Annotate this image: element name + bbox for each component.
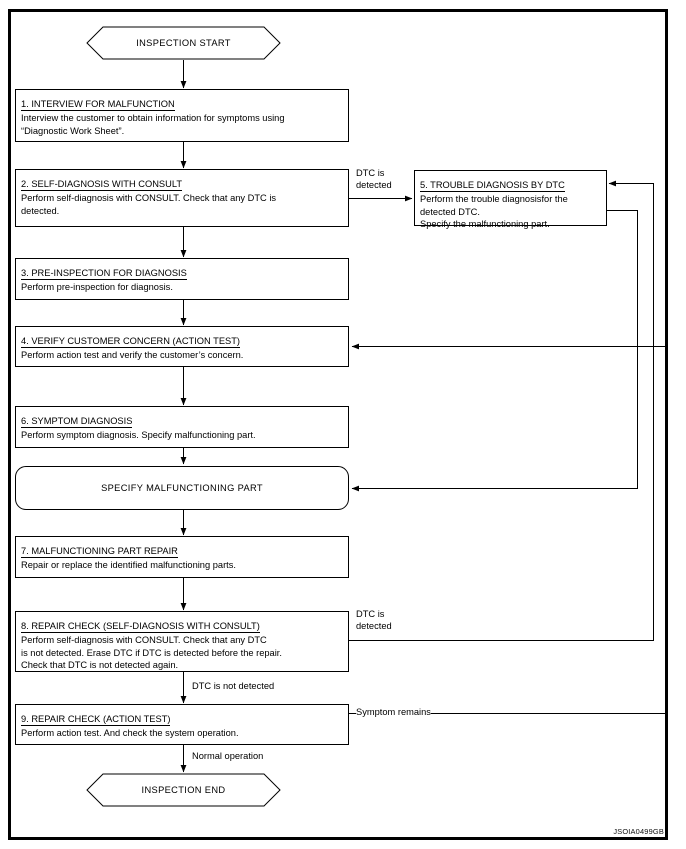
node-step9: 9. REPAIR CHECK (ACTION TEST) Perform ac… — [15, 704, 349, 745]
step5-line2: detected DTC. — [420, 206, 480, 217]
step7-title: 7. MALFUNCTIONING PART REPAIR — [21, 545, 178, 559]
edge-label-normal-operation: Normal operation — [192, 750, 264, 763]
inspection-end-label: INSPECTION END — [141, 785, 226, 795]
step4-title: 4. VERIFY CUSTOMER CONCERN (ACTION TEST) — [21, 335, 241, 349]
node-step5: 5. TROUBLE DIAGNOSIS BY DTC Perform the … — [414, 170, 607, 229]
edge-label-symptom-remains: Symptom remains — [356, 706, 431, 719]
edge-label-dtc-detected-line2: detected — [356, 179, 392, 192]
step1-line2: “Diagnostic Work Sheet”. — [21, 125, 125, 136]
edge-label-dtc-detected-line1: DTC is — [356, 167, 385, 180]
edge-label-dtc-detected-8-line2: detected — [356, 620, 392, 633]
step8-line2: is not detected. Erase DTC if DTC is det… — [21, 647, 282, 658]
figure-code: JSOIA0499GB — [613, 827, 664, 836]
node-step4: 4. VERIFY CUSTOMER CONCERN (ACTION TEST)… — [15, 326, 349, 367]
node-step8: 8. REPAIR CHECK (SELF-DIAGNOSIS WITH CON… — [15, 611, 349, 672]
terminal-inspection-start: INSPECTION START — [86, 26, 281, 60]
step6-line1: Perform symptom diagnosis. Specify malfu… — [21, 430, 256, 441]
step3-line1: Perform pre-inspection for diagnosis. — [21, 282, 173, 293]
step8-line3: Check that DTC is not detected again. — [21, 660, 179, 671]
node-step2: 2. SELF-DIAGNOSIS WITH CONSULT Perform s… — [15, 169, 349, 227]
step9-title: 9. REPAIR CHECK (ACTION TEST) — [21, 713, 171, 727]
step9-line1: Perform action test. And check the syste… — [21, 728, 239, 739]
step3-title: 3. PRE-INSPECTION FOR DIAGNOSIS — [21, 267, 187, 281]
step8-title: 8. REPAIR CHECK (SELF-DIAGNOSIS WITH CON… — [21, 620, 260, 634]
step1-line1: Interview the customer to obtain informa… — [21, 113, 285, 124]
step6-title: 6. SYMPTOM DIAGNOSIS — [21, 415, 133, 429]
step2-line1: Perform self-diagnosis with CONSULT. Che… — [21, 193, 277, 204]
node-step6: 6. SYMPTOM DIAGNOSIS Perform symptom dia… — [15, 406, 349, 448]
node-step3: 3. PRE-INSPECTION FOR DIAGNOSIS Perform … — [15, 258, 349, 300]
step1-title: 1. INTERVIEW FOR MALFUNCTION — [21, 98, 175, 112]
node-step1: 1. INTERVIEW FOR MALFUNCTION Interview t… — [15, 89, 349, 142]
step7-line1: Repair or replace the identified malfunc… — [21, 560, 236, 571]
step2-line2: detected. — [21, 205, 60, 216]
node-specify-malfunctioning-part: SPECIFY MALFUNCTIONING PART — [15, 466, 349, 510]
terminal-inspection-end: INSPECTION END — [86, 773, 281, 807]
edge-label-dtc-detected-8-line1: DTC is — [356, 608, 385, 621]
specify-malfunctioning-part-label: SPECIFY MALFUNCTIONING PART — [101, 483, 263, 493]
inspection-start-label: INSPECTION START — [136, 38, 231, 48]
edge-label-dtc-not-detected: DTC is not detected — [192, 680, 275, 693]
step8-line1: Perform self-diagnosis with CONSULT. Che… — [21, 635, 267, 646]
figure-frame — [8, 9, 668, 840]
step4-line1: Perform action test and verify the custo… — [21, 350, 244, 361]
step5-line1: Perform the trouble diagnosisfor the — [420, 194, 568, 205]
step5-line3: Specify the malfunctioning part. — [420, 219, 550, 230]
node-step7: 7. MALFUNCTIONING PART REPAIR Repair or … — [15, 536, 349, 578]
step2-title: 2. SELF-DIAGNOSIS WITH CONSULT — [21, 178, 182, 192]
step5-title: 5. TROUBLE DIAGNOSIS BY DTC — [420, 179, 565, 193]
